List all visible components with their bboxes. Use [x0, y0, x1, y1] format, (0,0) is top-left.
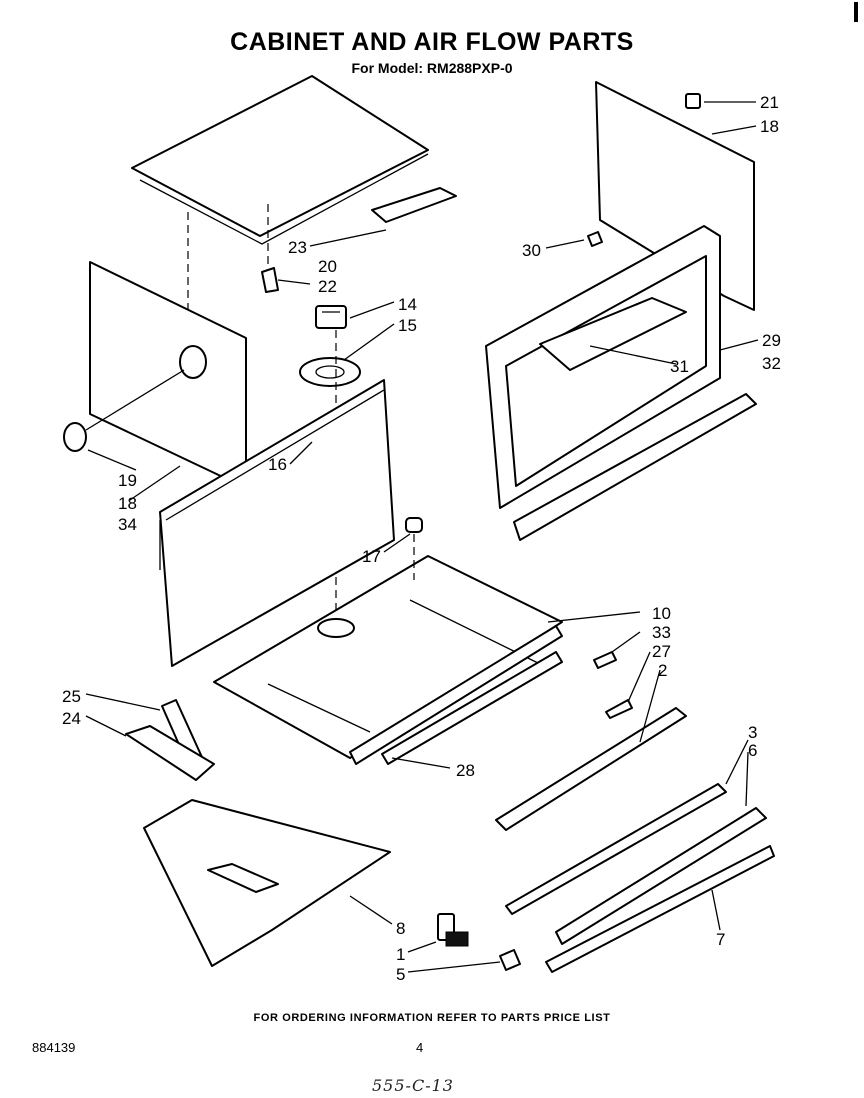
part-grille-strip-28 — [381, 651, 563, 765]
part-back-panel-34 — [159, 379, 395, 667]
part-rail-7 — [545, 845, 775, 973]
part-grille-32 — [513, 393, 757, 541]
ordering-note: FOR ORDERING INFORMATION REFER TO PARTS … — [253, 1012, 611, 1024]
scan-edge-mark — [854, 2, 858, 22]
callout-18-lower: 18 — [118, 494, 137, 513]
part-top-cover — [131, 75, 457, 330]
page-title: CABINET AND AIR FLOW PARTS — [230, 28, 634, 56]
callout-10: 10 — [652, 604, 671, 623]
callout-17: 17 — [362, 547, 381, 566]
part-pin-33 — [593, 651, 617, 669]
part-filter-screen-2 — [495, 707, 687, 831]
callout-28: 28 — [456, 761, 475, 780]
part-duct-24 — [125, 725, 215, 781]
callout-24: 24 — [62, 709, 81, 728]
callout-18: 18 — [760, 117, 779, 136]
part-foot-17 — [405, 517, 423, 580]
part-rail-6 — [555, 807, 767, 945]
part-base-pan-10 — [213, 555, 563, 765]
callout-5: 5 — [396, 965, 405, 984]
callout-19: 19 — [118, 471, 137, 490]
callout-31: 31 — [670, 357, 689, 376]
leader-lines — [85, 101, 759, 973]
callout-14: 14 — [398, 295, 417, 314]
part-bracket-22 — [261, 267, 279, 293]
part-light-shield-31 — [539, 297, 687, 371]
callout-22: 22 — [318, 277, 337, 296]
callout-32: 32 — [762, 354, 781, 373]
part-left-side-panel — [63, 261, 247, 489]
callout-6: 6 — [748, 741, 757, 760]
part-clip-27 — [605, 699, 633, 719]
callout-25: 25 — [62, 687, 81, 706]
part-rail-3 — [505, 783, 727, 915]
callout-7: 7 — [716, 930, 725, 949]
callout-33: 33 — [652, 623, 671, 642]
part-clip-21 — [685, 93, 701, 109]
callout-2: 2 — [658, 661, 667, 680]
callout-34: 34 — [118, 515, 137, 534]
callout-29: 29 — [762, 331, 781, 350]
handwritten-note: 555-C-13 — [372, 1076, 454, 1095]
callout-16: 16 — [268, 455, 287, 474]
callout-21: 21 — [760, 93, 779, 112]
model-subtitle: For Model: RM288PXP-0 — [351, 60, 513, 76]
part-bumper-5 — [499, 949, 521, 971]
callout-8: 8 — [396, 919, 405, 938]
callout-3: 3 — [748, 723, 757, 742]
callout-15: 15 — [398, 316, 417, 335]
page-number: 4 — [416, 1040, 424, 1055]
part-latch-1 — [437, 913, 469, 947]
callout-23: 23 — [288, 238, 307, 257]
callout-30: 30 — [522, 241, 541, 260]
document-number: 884139 — [32, 1040, 76, 1055]
callout-27: 27 — [652, 642, 671, 661]
callout-1: 1 — [396, 945, 405, 964]
callout-20: 20 — [318, 257, 337, 276]
part-clip-30 — [587, 231, 603, 247]
part-fan-motor-14 — [315, 305, 347, 329]
part-bottom-panel-8 — [143, 799, 391, 967]
